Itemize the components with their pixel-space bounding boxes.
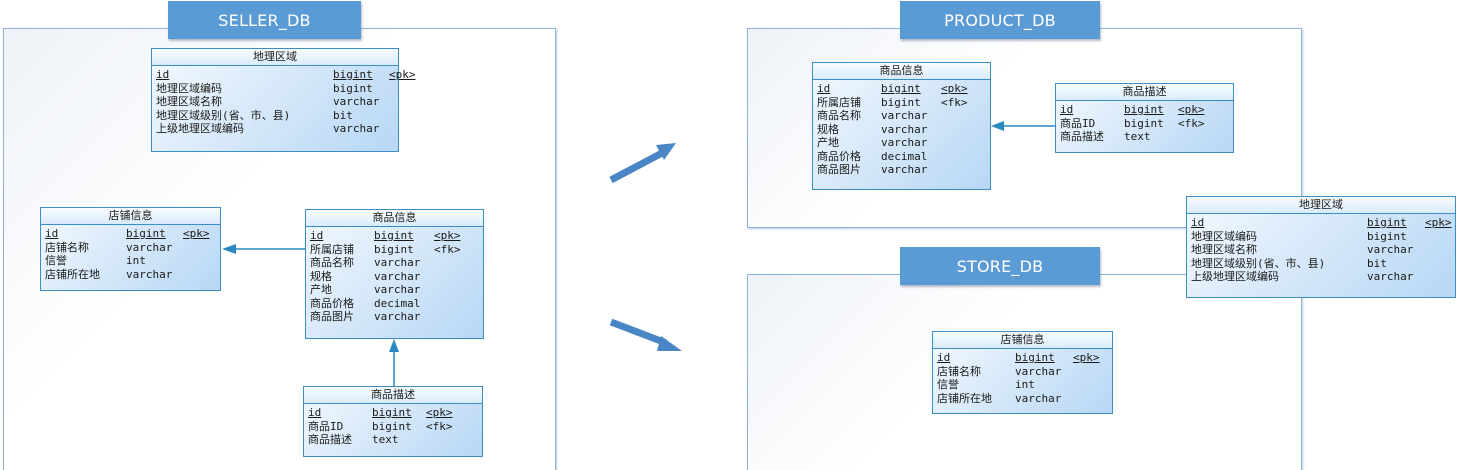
column-row: 地理区域级别(省、市、县)bit bbox=[156, 108, 353, 122]
migration-arrow-up-icon bbox=[609, 143, 676, 184]
entity-title: 商品描述 bbox=[304, 387, 482, 404]
entity-title: 商品信息 bbox=[306, 210, 483, 227]
entity-title: 商品描述 bbox=[1056, 84, 1233, 101]
relationship-product-desc-right bbox=[991, 121, 1055, 131]
entity-title: 店铺信息 bbox=[933, 332, 1112, 349]
relationship-product-store bbox=[222, 244, 305, 254]
column-row: 地理区域级别(省、市、县)bit bbox=[1191, 256, 1387, 270]
entity-title: 商品信息 bbox=[813, 63, 990, 80]
store-db-label: STORE_DB bbox=[900, 247, 1100, 285]
product-db-label: PRODUCT_DB bbox=[900, 1, 1100, 39]
entity-title: 地理区域 bbox=[152, 49, 398, 66]
relationship-desc-product bbox=[389, 339, 399, 386]
seller-db-label: SELLER_DB bbox=[168, 1, 361, 39]
entity-title: 店铺信息 bbox=[41, 208, 220, 225]
entity-title: 地理区域 bbox=[1187, 197, 1455, 214]
migration-arrow-down-icon bbox=[609, 318, 682, 351]
